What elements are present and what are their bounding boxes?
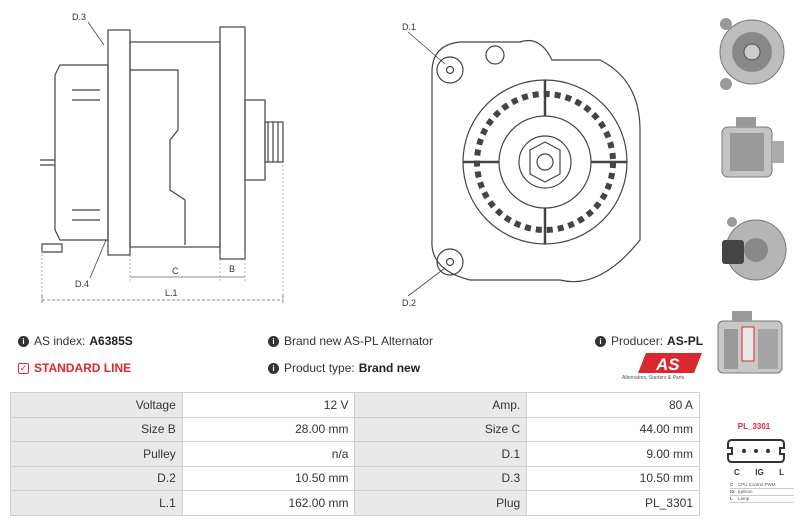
- thumbnail-side-photo[interactable]: [712, 103, 792, 195]
- spec-value: 44.00 mm: [526, 416, 700, 442]
- front-view-drawing: [407, 31, 641, 297]
- thumbnail-rear-photo[interactable]: [712, 202, 792, 294]
- spec-label: Pulley: [10, 441, 183, 467]
- info-icon: i: [595, 335, 606, 347]
- as-index-label: AS index:: [34, 334, 86, 348]
- standard-line-badge: ✓ STANDARD LINE: [18, 361, 131, 375]
- producer-row: i Producer: AS-PL: [595, 334, 703, 348]
- info-icon: i: [18, 335, 29, 347]
- info-icon: i: [268, 362, 279, 374]
- label-b: B: [229, 264, 235, 274]
- plug-connector-icon: [727, 439, 785, 463]
- pin-label: IG: [755, 468, 764, 477]
- logo-text: AS: [655, 355, 680, 374]
- as-index-row: i AS index: A6385S: [18, 334, 133, 348]
- product-type-label: Product type:: [284, 361, 355, 375]
- spec-label: Voltage: [10, 392, 183, 418]
- as-pl-logo: AS: [638, 353, 702, 374]
- technical-drawings: D.3 D.4 C B L.1 D.1 D.2: [40, 12, 641, 308]
- standard-line-text: STANDARD LINE: [34, 361, 132, 375]
- spec-label: L.1: [10, 490, 183, 516]
- spec-label: D.2: [10, 465, 183, 491]
- thumbnail-front-photo[interactable]: [712, 4, 792, 96]
- spec-label: D.1: [354, 441, 528, 467]
- pin-label: L: [779, 468, 784, 477]
- checkbox-checked-icon: ✓: [18, 362, 29, 374]
- product-thumbnails: [712, 4, 796, 400]
- product-type-row: i Product type: Brand new: [268, 361, 420, 375]
- label-d3: D.3: [72, 12, 86, 22]
- side-view-drawing: [40, 21, 284, 305]
- info-icon: i: [268, 335, 279, 347]
- spec-value: 10.50 mm: [526, 465, 700, 491]
- plug-title: PL_3301: [737, 422, 771, 431]
- producer-label: Producer:: [611, 334, 664, 348]
- plug-pin-labels: C IG L: [734, 468, 784, 477]
- spec-value: n/a: [181, 441, 356, 467]
- producer-value: AS-PL: [667, 334, 704, 348]
- description-row: i Brand new AS-PL Alternator: [268, 334, 433, 348]
- pin-label: C: [734, 468, 740, 477]
- spec-value: 162.00 mm: [181, 490, 356, 516]
- spec-value: 9.00 mm: [526, 441, 700, 467]
- thumbnail-angle-photo[interactable]: [712, 301, 792, 393]
- spec-value: PL_3301: [526, 490, 700, 516]
- label-l1: L.1: [165, 288, 178, 298]
- label-d1: D.1: [402, 22, 416, 32]
- spec-value: 28.00 mm: [181, 416, 356, 442]
- spec-value: 80 A: [526, 392, 700, 418]
- spec-label: D.3: [354, 465, 528, 491]
- spec-label: Size B: [10, 416, 183, 442]
- spec-label: Plug: [354, 490, 528, 516]
- spec-label: Amp.: [354, 392, 528, 418]
- product-description: Brand new AS-PL Alternator: [284, 334, 433, 348]
- product-type-value: Brand new: [358, 361, 421, 375]
- label-c: C: [172, 266, 179, 276]
- logo-subtitle: Alternators, Starters & Parts: [622, 375, 685, 381]
- spec-label: Size C: [354, 416, 528, 442]
- spec-value: 12 V: [181, 392, 356, 418]
- as-index-value: A6385S: [89, 334, 133, 348]
- label-d4: D.4: [75, 279, 89, 289]
- spec-value: 10.50 mm: [181, 465, 356, 491]
- label-d2: D.2: [402, 298, 416, 308]
